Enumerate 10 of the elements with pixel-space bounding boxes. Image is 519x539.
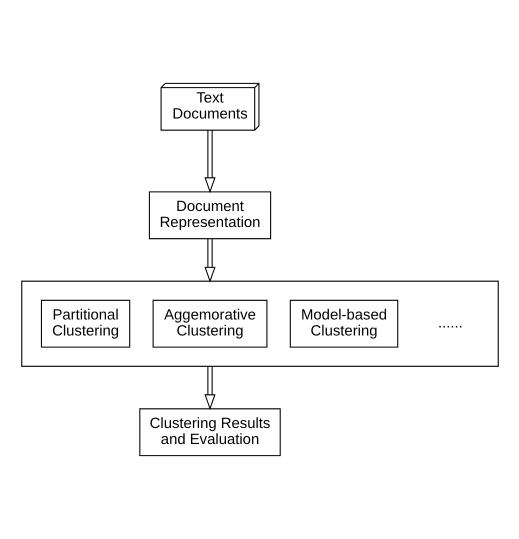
label: ...... (437, 316, 462, 332)
arrow (204, 366, 216, 410)
cluster (20, 280, 498, 367)
node-box: Partitional Clustering (40, 300, 130, 348)
arrow (204, 130, 216, 194)
arrow (204, 238, 216, 283)
node-box: Document Representation (148, 191, 271, 240)
node-box: Aggemorative Clustering (152, 300, 267, 348)
node-box: Clustering Results and Evaluation (138, 408, 280, 456)
node-box: Model-based Clustering (289, 300, 398, 348)
